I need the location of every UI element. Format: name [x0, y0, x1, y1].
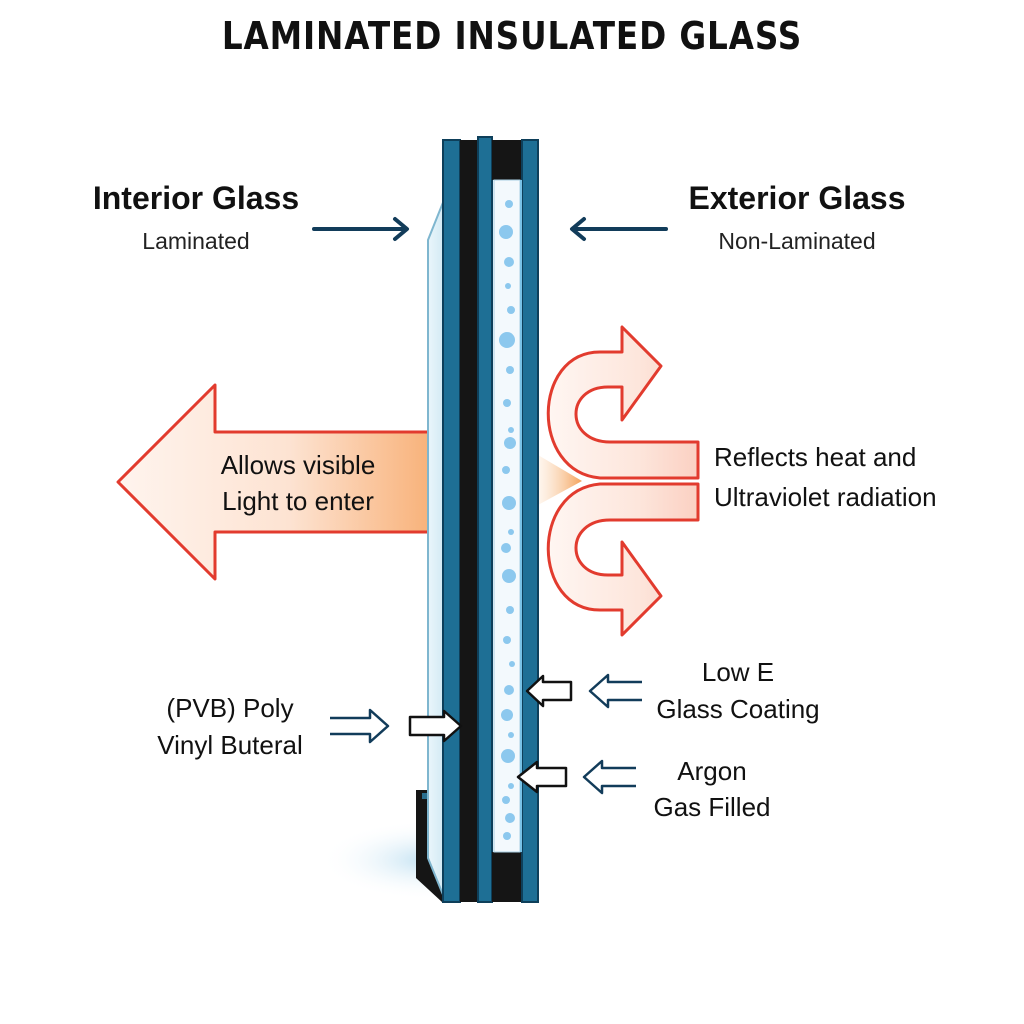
interior-glass-type: Laminated	[142, 228, 250, 254]
gap-seal-bottom	[492, 852, 522, 902]
reflection-arrow-upper	[546, 325, 700, 480]
laminated-inner-pane	[477, 136, 493, 903]
reflects-line1: Reflects heat and	[714, 442, 917, 472]
low-e-callout-arrow	[525, 674, 573, 708]
argon-gas-gap	[493, 179, 521, 853]
pvb-line2: Vinyl Buteral	[157, 730, 303, 760]
argon-callout-arrow	[516, 760, 568, 794]
low-e-line2: Glass Coating	[656, 694, 820, 724]
pvb-pointer-arrow	[330, 708, 390, 744]
pvb-line1: (PVB) Poly	[166, 693, 294, 723]
argon-pointer-arrow	[582, 759, 636, 795]
low-e-pointer-arrow	[588, 673, 642, 709]
exterior-pointer-arrow	[570, 217, 668, 241]
exterior-glass-type: Non-Laminated	[718, 228, 876, 254]
reflection-arrow-lower	[546, 482, 700, 637]
pvb-callout-arrow	[408, 709, 463, 743]
reflects-line2: Ultraviolet radiation	[714, 482, 937, 512]
argon-line1: Argon	[677, 756, 747, 786]
incident-heat-beam	[538, 455, 582, 505]
low-e-line1: Low E	[701, 657, 775, 687]
exterior-glass-label: Exterior Glass	[688, 180, 906, 216]
argon-line2: Gas Filled	[653, 792, 771, 822]
interior-glass-frame	[442, 139, 461, 903]
argon-bubbles	[499, 200, 516, 840]
interior-pointer-arrow	[312, 217, 409, 241]
page-title: LAMINATED INSULATED GLASS	[221, 14, 803, 58]
visible-light-arrow	[116, 383, 432, 581]
interior-glass-label: Interior Glass	[92, 180, 300, 216]
visible-light-line2: Light to enter	[222, 486, 374, 516]
gap-seal-top	[492, 140, 522, 180]
pvb-interlayer	[460, 140, 478, 902]
visible-light-line1: Allows visible	[220, 450, 376, 480]
